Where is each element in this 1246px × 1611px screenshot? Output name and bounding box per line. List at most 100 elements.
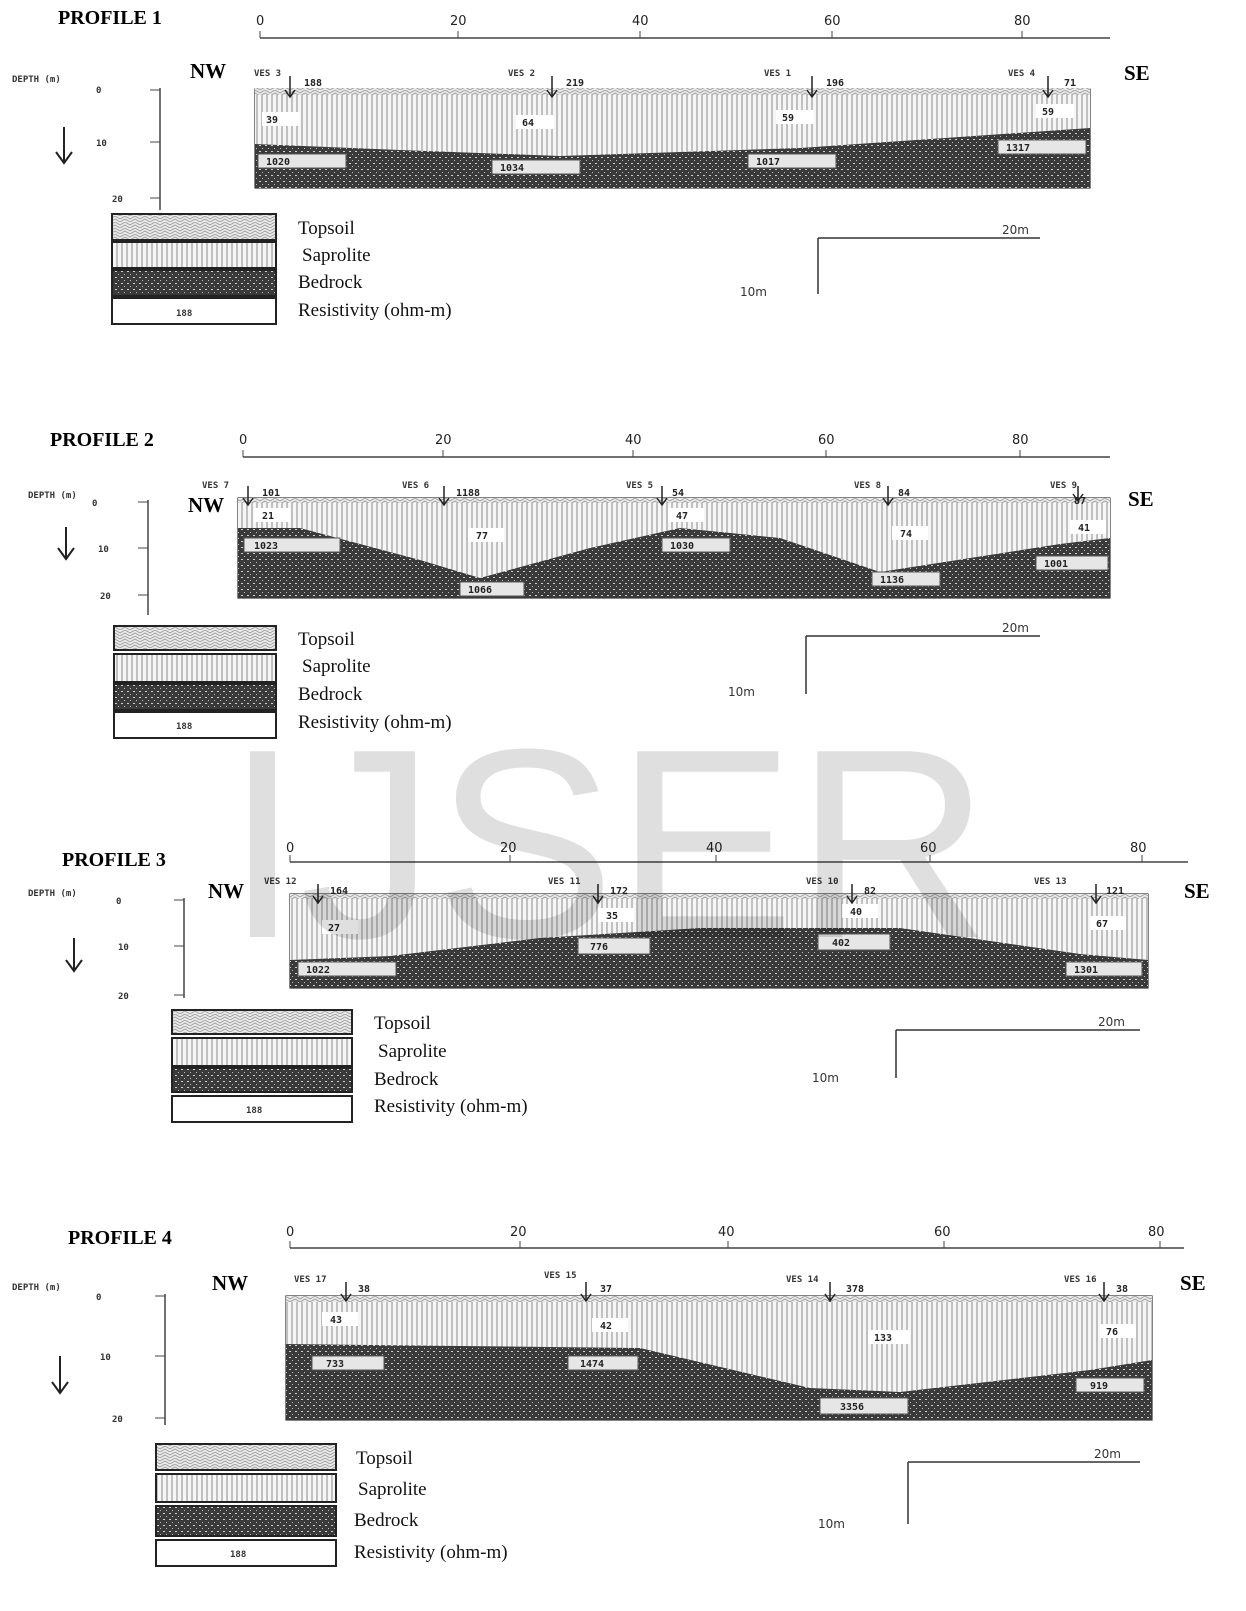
resistivity-labels: 43 42 133 76 733 1474 3356 919 (311, 1312, 1145, 1415)
depth-tick: 10 (100, 1353, 111, 1363)
axis-tick: 20 (510, 1225, 527, 1240)
se-label: SE (1184, 879, 1210, 903)
bedrock-resistivity: 919 (1090, 1381, 1108, 1392)
saprolite-resistivity: 59 (1042, 107, 1054, 118)
saprolite-resistivity: 47 (676, 511, 688, 522)
ves-label: VES 10 (806, 877, 839, 887)
down-arrow-icon (824, 1282, 836, 1303)
ves-markers: VES 12 164 VES 11 172 VES 10 82 VES 13 1… (264, 877, 1124, 905)
ves-value: 87 (1074, 496, 1086, 507)
axis-tick: 40 (706, 841, 723, 856)
saprolite-resistivity: 133 (874, 1333, 892, 1344)
bedrock-layer (255, 128, 1090, 188)
axis-tick: 40 (625, 433, 642, 448)
down-arrow-icon (55, 127, 73, 165)
ves-label: VES 6 (402, 481, 429, 491)
axis-tick: 60 (934, 1225, 951, 1240)
legend-topsoil: Topsoil (374, 1013, 431, 1034)
legend-bedrock: Bedrock (298, 684, 363, 705)
down-arrow-icon (1090, 884, 1102, 905)
ves-label: VES 8 (854, 481, 881, 491)
bedrock-resistivity: 1017 (756, 157, 780, 168)
cross-section (285, 1295, 1153, 1421)
ves-value: 37 (600, 1284, 612, 1295)
legend-saprolite: Saprolite (302, 245, 371, 266)
saprolite-resistivity: 76 (1106, 1327, 1118, 1338)
legend-resistivity: Resistivity (ohm-m) (298, 300, 452, 321)
distance-axis: 0 20 40 60 80 (239, 433, 1110, 458)
legend-resistivity-example: 188 (176, 309, 192, 319)
resistivity-labels: 39 64 59 59 1020 1034 1017 1317 (257, 104, 1087, 175)
bedrock-layer (290, 928, 1148, 988)
depth-tick: 0 (96, 1293, 101, 1303)
legend-saprolite: Saprolite (378, 1041, 447, 1062)
ves-value: 1188 (456, 488, 480, 499)
down-arrow-icon (284, 76, 296, 99)
ves-value: 38 (358, 1284, 370, 1295)
bedrock-resistivity: 1020 (266, 157, 290, 168)
depth-label: DEPTH (m) (12, 1283, 61, 1293)
ves-value: 188 (304, 78, 322, 89)
bedrock-resistivity: 3356 (840, 1402, 864, 1413)
legend-resistivity: Resistivity (ohm-m) (354, 1542, 508, 1563)
ves-label: VES 14 (786, 1275, 819, 1285)
saprolite-resistivity: 74 (900, 529, 912, 540)
axis-tick: 0 (286, 841, 294, 856)
ves-label: VES 11 (548, 877, 581, 887)
saprolite-resistivity: 21 (262, 511, 274, 522)
axis-tick: 60 (824, 14, 841, 29)
bedrock-layer (286, 1344, 1152, 1420)
profile-title: PROFILE 1 (58, 7, 162, 29)
ves-label: VES 12 (264, 877, 297, 887)
ves-markers: VES 7 101 VES 6 1188 VES 5 54 VES 8 84 V… (202, 481, 1086, 507)
depth-scale: DEPTH (m) 0 10 20 (28, 491, 149, 615)
bedrock-resistivity: 1301 (1074, 965, 1098, 976)
scale-vertical: 10m (740, 285, 767, 299)
ves-value: 101 (262, 488, 280, 499)
saprolite-resistivity: 43 (330, 1315, 342, 1326)
cross-section (289, 893, 1149, 989)
bedrock-resistivity: 1136 (880, 575, 904, 586)
saprolite-resistivity: 77 (476, 531, 488, 542)
depth-tick: 0 (92, 499, 97, 509)
saprolite-layer (238, 503, 1110, 578)
legend: 188 Topsoil Saprolite Bedrock Resistivit… (171, 1009, 528, 1123)
legend: 188 Topsoil Saprolite Bedrock Resistivit… (113, 625, 452, 739)
axis-tick: 20 (435, 433, 452, 448)
topsoil-layer (290, 894, 1148, 899)
bedrock-resistivity: 1001 (1044, 559, 1068, 570)
resistivity-labels: 27 35 40 67 1022 776 402 1301 (297, 904, 1143, 977)
topsoil-layer (286, 1296, 1152, 1302)
scale-vertical: 10m (812, 1071, 839, 1085)
scale-horizontal: 20m (1098, 1015, 1125, 1029)
axis-tick: 80 (1014, 14, 1031, 29)
depth-scale: DEPTH (m) 0 10 20 (12, 75, 161, 210)
profile-1: PROFILE 1 0 20 40 60 80 DEPTH (m) 0 10 2… (12, 7, 1150, 325)
legend-topsoil: Topsoil (356, 1448, 413, 1469)
legend-bedrock: Bedrock (298, 272, 363, 293)
profile-title: PROFILE 2 (50, 429, 154, 451)
axis-tick: 60 (818, 433, 835, 448)
legend-resistivity-example: 188 (230, 1550, 246, 1560)
scale-vertical: 10m (818, 1517, 845, 1531)
bedrock-resistivity: 733 (326, 1359, 344, 1370)
depth-tick: 10 (98, 545, 109, 555)
scale-horizontal: 20m (1002, 223, 1029, 237)
depth-label: DEPTH (m) (12, 75, 61, 85)
ves-label: VES 9 (1050, 481, 1077, 491)
down-arrow-icon (546, 76, 558, 99)
bedrock-resistivity: 1023 (254, 541, 278, 552)
ves-label: VES 4 (1008, 69, 1036, 79)
down-arrow-icon (882, 486, 894, 507)
se-label: SE (1124, 61, 1150, 85)
axis-tick: 0 (239, 433, 247, 448)
bedrock-resistivity: 1030 (670, 541, 694, 552)
scale-horizontal: 20m (1002, 621, 1029, 635)
scale-bar: 20m 10m (728, 621, 1040, 699)
scale-bar: 20m 10m (818, 1447, 1140, 1531)
down-arrow-icon (656, 486, 668, 507)
ves-label: VES 7 (202, 481, 229, 491)
ves-value: 196 (826, 78, 844, 89)
down-arrow-icon (806, 76, 818, 99)
